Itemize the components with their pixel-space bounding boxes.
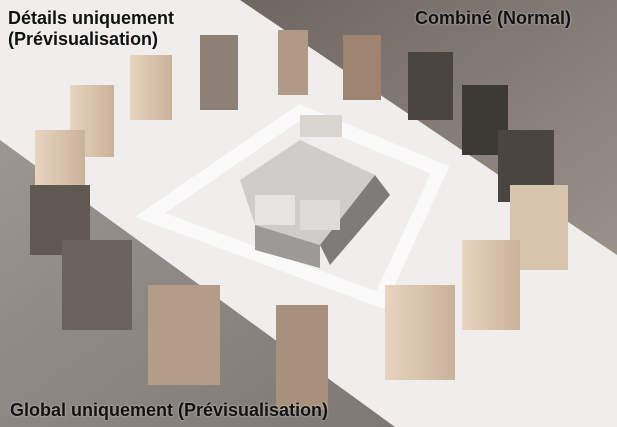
pillars [30, 30, 568, 410]
center-cubes [240, 115, 390, 268]
details-label-line1: Détails uniquement [8, 8, 175, 28]
floor-frame [134, 104, 450, 309]
combined-label: Combiné (Normal) [414, 8, 571, 28]
details-label-line2: (Prévisualisation) [8, 29, 159, 49]
global-only-label: Global uniquement (Prévisualisation) [10, 400, 329, 420]
details-only-label: Détails uniquement (Prévisualisation) [8, 8, 174, 50]
